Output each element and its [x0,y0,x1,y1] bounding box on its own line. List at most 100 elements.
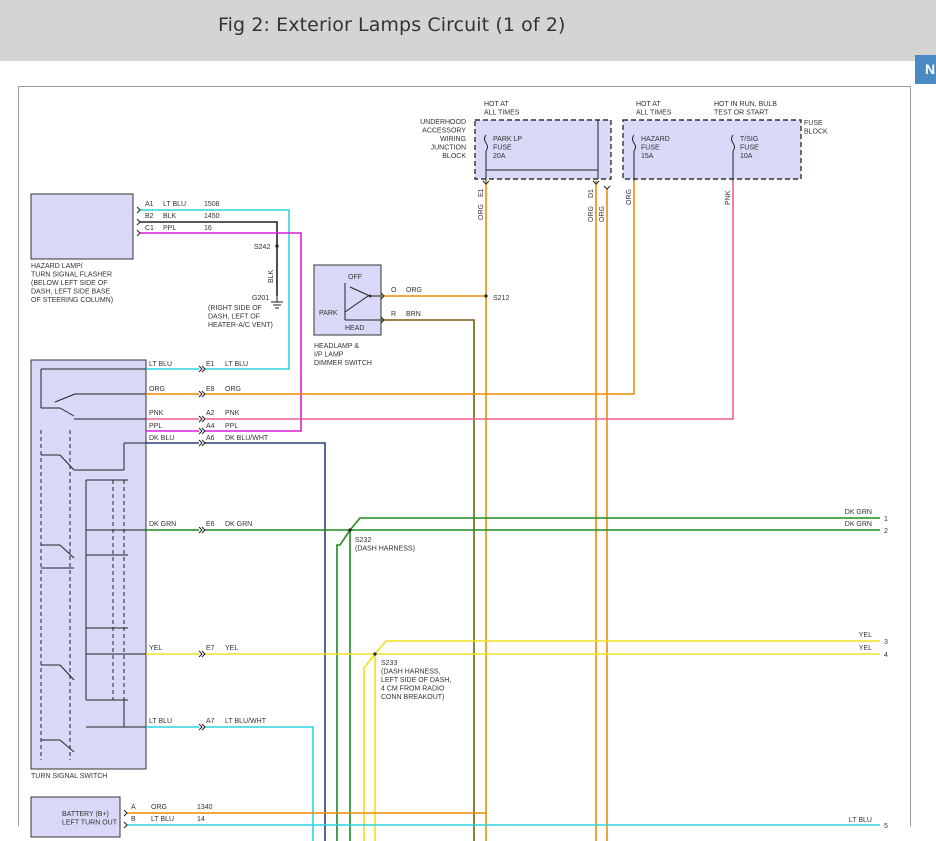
turn-switch-wire-right: DK GRN [225,521,252,528]
turn-switch-pin-A6: A6 [206,435,215,442]
page-title: Fig 2: Exterior Lamps Circuit (1 of 2) [218,14,566,36]
battery-label: LEFT TURN OUT [62,820,118,827]
splice-s212-dot [484,294,488,298]
g201-location-label: HEATER-A/C VENT) [208,322,273,329]
s233-label: 4 CM FROM RADIO [381,686,445,693]
turn-switch-wire-left: PNK [149,410,164,417]
right-output-label: DK GRN [845,509,872,516]
flasher-box [30,193,134,260]
wire-dk-blu-wht [205,442,326,841]
flasher-pin-C1: C1 [145,225,154,232]
underhood-junction-block [474,119,612,180]
wire-org-hazard [205,181,635,395]
turn-switch-internals [40,368,146,760]
fuse-block-label: FUSE [804,120,823,127]
flasher-label: (BELOW LEFT SIDE OF [31,280,108,287]
headlamp-switch-label: DIMMER SWITCH [314,360,372,367]
splice-s242-dot [275,244,279,248]
connector-chevrons [123,180,611,829]
headlamp-switch-label: HEADLAMP & [314,343,359,350]
wire-brn [381,319,475,841]
wire-blk-1450 [140,221,278,296]
next-button[interactable]: N [915,55,936,84]
underhood-block-label: BLOCK [442,153,466,160]
battery-pin-circuit: 14 [197,816,205,823]
park-fuse-header: ALL TIMES [484,110,520,117]
wire-lt-blu-1508 [140,209,290,370]
hazard-fuse-header: HOT AT [636,101,661,108]
s232-label: (DASH HARNESS) [355,546,415,553]
turn-switch-wire-right: ORG [225,386,241,393]
flasher-label: HAZARD LAMP/ [31,263,83,270]
fuse-block [622,119,802,180]
turn-switch-pin-A7: A7 [206,718,215,725]
fuse-symbols [484,120,735,181]
turn-switch-wire-right: PNK [225,410,240,417]
turn-switch-wire-right: YEL [225,645,238,652]
org-d1-b-vertical-label: ORG [599,206,606,222]
wire-yel-3 [374,640,880,655]
wire-yel-down-a [363,653,376,841]
turn-switch-pin-E6: E6 [206,521,215,528]
s232-label: S232 [355,537,371,544]
headlamp-pin-color: ORG [406,287,422,294]
right-output-number: 5 [884,823,888,830]
battery-pin-color: LT BLU [151,816,174,823]
turn-switch-wire-right: LT BLU [225,361,248,368]
headlamp-switch-contacts [344,283,381,321]
flasher-label: OF STEERING COLUMN) [31,297,113,304]
flasher-pin-A1: A1 [145,201,154,208]
underhood-block-label: UNDERHOOD [420,119,466,126]
flasher-pin-color: PPL [163,225,176,232]
hazard-fuse-label: HAZARD [641,136,670,143]
right-output-number: 4 [884,652,888,659]
ground-g201-symbol [271,296,283,309]
s233-label: (DASH HARNESS, [381,669,441,676]
battery-pin-color: ORG [151,804,167,811]
wire-pnk-tsig [205,181,734,420]
right-output-label: YEL [859,632,872,639]
tsig-fuse-label: 10A [740,153,753,160]
turn-switch-label: TURN SIGNAL SWITCH [31,773,107,780]
s233-label: LEFT SIDE OF DASH, [381,677,451,684]
diagram-frame [18,86,911,826]
battery-pin-B: B [131,816,136,823]
turn-switch-pin-E8: E8 [206,386,215,393]
underhood-block-label: WIRING [440,136,466,143]
headlamp-pin-R: R [391,311,396,318]
park-fuse-label: FUSE [493,145,512,152]
turn-switch-wire-right: DK BLU/WHT [225,435,269,442]
org-e1-vertical-label: ORG [478,204,485,220]
splice-s232-dot [348,528,352,532]
turn-switch-wire-left: YEL [149,645,162,652]
tsig-fuse-label: FUSE [740,145,759,152]
wire-ppl-16 [140,232,302,432]
headlamp-pin-O: O [391,287,397,294]
switch-park-label: PARK [319,310,338,317]
pnk-tsig-vertical-label: PNK [725,190,732,205]
hazard-fuse-label: FUSE [641,145,660,152]
flasher-pin-circuit: 1450 [204,213,220,220]
wire-lt-blu-wht [205,726,314,841]
flasher-pin-circuit: 16 [204,225,212,232]
org-d1-a-vertical-label: ORG [588,206,595,222]
right-output-number: 3 [884,639,888,646]
turn-switch-wire-left: ORG [149,386,165,393]
right-output-number: 1 [884,516,888,523]
e1-label: E1 [478,188,485,197]
title-bar: Fig 2: Exterior Lamps Circuit (1 of 2) [0,0,936,61]
turn-switch-pin-A4: A4 [206,423,215,430]
turn-signal-switch-box [30,359,147,770]
g201-location-label: DASH, LEFT OF [208,314,260,321]
switch-off-label: OFF [348,274,362,281]
tsig-fuse-header: HOT IN RUN, BULB [714,101,777,108]
fuse-block-label: BLOCK [804,129,828,136]
flasher-label: DASH, LEFT SIDE BASE [31,289,111,296]
battery-pin-A: A [131,804,136,811]
right-output-label: LT BLU [849,817,872,824]
tsig-fuse-label: T/SIG [740,136,758,143]
underhood-block-label: ACCESSORY [422,128,466,135]
right-output-number: 2 [884,528,888,535]
turn-switch-wire-left: DK BLU [149,435,174,442]
turn-switch-wire-left: LT BLU [149,361,172,368]
